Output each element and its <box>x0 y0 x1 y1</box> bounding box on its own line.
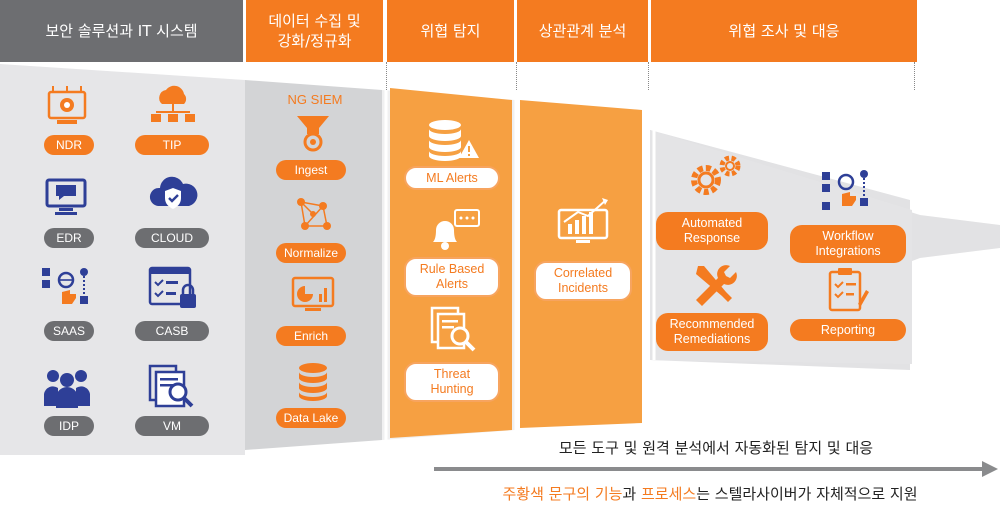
separator <box>516 62 517 90</box>
dashboard-chart-icon <box>291 276 335 311</box>
detection-threat-hunting: Threat Hunting <box>404 362 500 402</box>
siem-step-ingest: Ingest <box>276 160 346 180</box>
detection-ml-alerts: ML Alerts <box>404 166 500 190</box>
header-data-collection: 데이터 수집 및 강화/정규화 <box>246 0 383 62</box>
document-magnifier-icon <box>430 306 476 352</box>
cloud-network-icon <box>151 85 195 122</box>
funnel-gear-icon <box>297 116 329 152</box>
footer-note-black-2: 는 스텔라사이버가 자체적으로 지원 <box>696 485 918 503</box>
arrow-right-icon <box>434 461 998 477</box>
tools-icon <box>696 265 737 306</box>
clipboard-icon <box>828 268 869 312</box>
header-investigation: 위협 조사 및 대응 <box>651 0 917 62</box>
solution-label-vm: VM <box>135 416 209 436</box>
separator <box>386 62 387 90</box>
separator <box>914 62 915 90</box>
header-correlation: 상관관계 분석 <box>517 0 648 62</box>
network-gear-icon <box>47 86 87 124</box>
response-reporting: Reporting <box>790 319 906 341</box>
response-recommended-remediations: Recommended Remediations <box>656 313 768 351</box>
header-security-solutions: 보안 솔루션과 IT 시스템 <box>0 0 243 62</box>
bell-chat-icon <box>433 209 480 250</box>
monitor-chat-icon <box>45 178 87 215</box>
workflow-icon <box>822 170 868 210</box>
solution-label-ndr: NDR <box>44 135 94 155</box>
solution-label-casb: CASB <box>135 321 209 341</box>
header-threat-detection: 위협 탐지 <box>387 0 514 62</box>
response-workflow-integrations: Workflow Integrations <box>790 225 906 263</box>
cloud-shield-icon <box>149 176 198 209</box>
footer-note-orange-2: 프로세스 <box>641 485 697 503</box>
app-network-icon <box>42 268 88 304</box>
footer-note-orange-1: 주황색 문구의 기능 <box>502 485 623 503</box>
detection-rule-based-alerts: Rule Based Alerts <box>404 257 500 297</box>
siem-step-data-lake: Data Lake <box>276 408 346 428</box>
database-alert-icon <box>429 120 479 161</box>
solution-label-idp: IDP <box>44 416 94 436</box>
footer-note-black-1: 과 <box>622 485 641 503</box>
network-nodes-icon <box>297 198 331 230</box>
users-group-icon <box>44 370 90 408</box>
siem-title: NG SIEM <box>287 92 343 107</box>
solution-label-saas: SAAS <box>44 321 94 341</box>
arrow-caption: 모든 도구 및 원격 분석에서 자동화된 탐지 및 대응 <box>558 439 874 457</box>
database-icon <box>299 363 327 401</box>
monitor-chart-icon <box>557 198 609 243</box>
siem-step-enrich: Enrich <box>276 326 346 346</box>
response-automated: Automated Response <box>656 212 768 250</box>
siem-step-normalize: Normalize <box>276 243 346 263</box>
footer-note: 주황색 문구의 기능과 프로세스는 스텔라사이버가 자체적으로 지원 <box>430 483 990 504</box>
correlated-incidents: Correlated Incidents <box>534 261 632 301</box>
solution-label-edr: EDR <box>44 228 94 248</box>
separator <box>648 62 649 90</box>
solution-label-tip: TIP <box>135 135 209 155</box>
gears-icon <box>691 155 741 195</box>
solution-label-cloud: CLOUD <box>135 228 209 248</box>
document-search-icon <box>148 364 194 408</box>
checklist-lock-icon <box>148 266 196 308</box>
